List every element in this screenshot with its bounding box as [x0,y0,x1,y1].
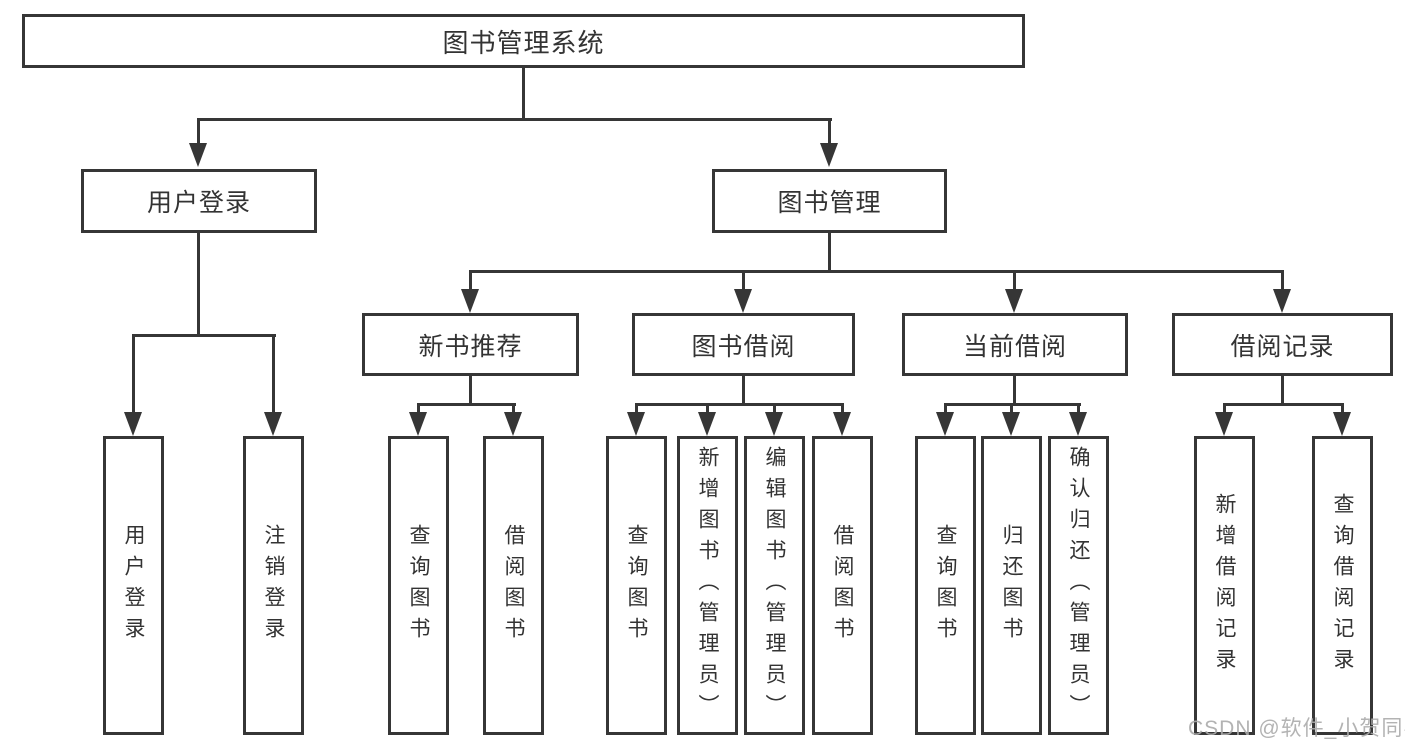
connector-drop-book-borrow [742,270,745,292]
connector-borrow-record-rail [1223,403,1344,406]
connector-new-book-rail [417,403,516,406]
leaf-borrow-books: 借阅图书 [812,436,873,735]
leaf-label: 新增借阅记录 [1213,492,1236,679]
connector-drop-current-borrow [1013,270,1016,292]
leaf-add-borrow-record: 新增借阅记录 [1194,436,1255,735]
node-label: 图书借阅 [691,332,796,361]
arrow-down-icon [461,289,479,313]
leaf-query-books-borrowing: 查询图书 [606,436,667,735]
arrow-down-icon [1005,289,1023,313]
connector-user-login-stem [197,231,200,336]
connector-drop-leaf [635,403,638,418]
leaf-label: 归还图书 [1000,523,1023,648]
leaf-label: 查询图书 [407,523,430,648]
connector-drop-leaf [512,403,515,418]
node-user-login: 用户登录 [81,169,317,233]
arrow-down-icon [698,412,716,436]
node-label: 图书管理系统 [442,27,605,58]
leaf-return-books: 归还图书 [981,436,1042,735]
connector-drop-leaf [1341,403,1344,418]
arrow-down-icon [765,412,783,436]
connector-drop-logout-leaf [272,334,275,418]
arrow-down-icon [264,412,282,436]
leaf-label: 借阅图书 [502,523,525,648]
leaf-label: 编辑图书（管理员） [763,446,786,725]
connector-current-borrow-stem [1013,373,1016,405]
node-new-book-recommend: 新书推荐 [362,313,579,376]
arrow-down-icon [504,412,522,436]
leaf-label: 查询借阅记录 [1331,492,1354,679]
leaf-label: 借阅图书 [831,523,854,648]
connector-drop-leaf [1010,403,1013,418]
connector-drop-book-management [828,118,831,150]
connector-drop-leaf [841,403,844,418]
node-book-management: 图书管理 [712,169,947,233]
connector-book-management-stem [828,231,831,272]
arrow-down-icon [1273,289,1291,313]
arrow-down-icon [1333,412,1351,436]
node-borrowing-records: 借阅记录 [1172,313,1393,376]
leaf-query-borrow-record: 查询借阅记录 [1312,436,1373,735]
arrow-down-icon [189,143,207,167]
connector-borrow-record-stem [1281,373,1284,405]
connector-book-borrow-stem [742,373,745,405]
connector-drop-leaf [1223,403,1226,418]
connector-root-trunk [522,65,525,120]
node-label: 当前借阅 [962,332,1067,361]
leaf-add-books-admin: 新增图书（管理员） [677,436,738,735]
connector-drop-leaf [773,403,776,418]
connector-new-book-stem [469,373,472,405]
node-label: 用户登录 [146,189,251,217]
node-current-borrowing: 当前借阅 [902,313,1128,376]
connector-drop-leaf [944,403,947,418]
connector-drop-borrow-record [1281,270,1284,292]
node-label: 新书推荐 [418,332,523,361]
leaf-user-login: 用户登录 [103,436,164,735]
connector-drop-user-login [197,118,200,150]
leaf-label: 新增图书（管理员） [696,446,719,725]
leaf-label: 查询图书 [934,523,957,648]
arrow-down-icon [1069,412,1087,436]
node-label: 借阅记录 [1230,332,1335,361]
connector-drop-leaf [417,403,420,418]
connector-drop-leaf [1077,403,1080,418]
arrow-down-icon [627,412,645,436]
connector-drop-login-leaf [132,334,135,418]
arrow-down-icon [936,412,954,436]
arrow-down-icon [820,143,838,167]
connector-book-borrow-rail [635,403,844,406]
connector-drop-leaf [706,403,709,418]
arrow-down-icon [124,412,142,436]
leaf-borrow-books-recommend: 借阅图书 [483,436,544,735]
leaf-logout: 注销登录 [243,436,304,735]
node-book-borrowing: 图书借阅 [632,313,855,376]
csdn-watermark: CSDN @软件_小贺同学 [1188,717,1405,740]
arrow-down-icon [833,412,851,436]
connector-user-login-rail [132,334,276,337]
node-library-management-system: 图书管理系统 [22,14,1025,68]
leaf-edit-books-admin: 编辑图书（管理员） [744,436,805,735]
arrow-down-icon [409,412,427,436]
connector-level2-rail [469,270,1284,273]
node-label: 图书管理 [777,189,882,217]
leaf-label: 用户登录 [122,523,145,648]
arrow-down-icon [1215,412,1233,436]
connector-drop-new-book [469,270,472,292]
arrow-down-icon [1002,412,1020,436]
leaf-confirm-return-admin: 确认归还（管理员） [1048,436,1109,735]
leaf-label: 注销登录 [262,523,285,648]
connector-level1-rail [197,118,832,121]
leaf-query-books-current: 查询图书 [915,436,976,735]
leaf-label: 确认归还（管理员） [1067,446,1090,725]
leaf-query-books-recommend: 查询图书 [388,436,449,735]
leaf-label: 查询图书 [625,523,648,648]
arrow-down-icon [734,289,752,313]
